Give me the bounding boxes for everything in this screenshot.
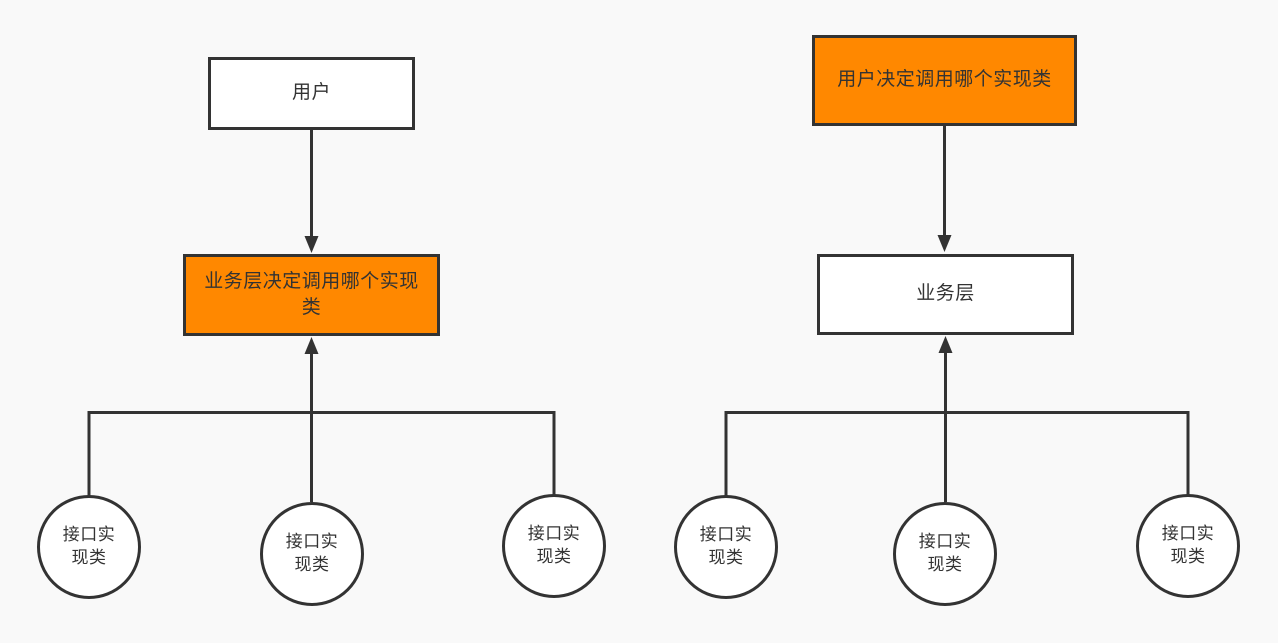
node-impl-class-right-3: 接口实现类 — [1136, 494, 1240, 598]
node-business-decides: 业务层决定调用哪个实现类 — [183, 254, 440, 336]
node-impl-class-left-1: 接口实现类 — [37, 495, 141, 599]
node-impl-class-label: 接口实现类 — [62, 525, 116, 567]
arrowhead-down-left — [304, 236, 319, 253]
arrowhead-up-right — [938, 336, 953, 353]
node-impl-class-right-1: 接口实现类 — [674, 495, 778, 599]
node-impl-class-left-3: 接口实现类 — [502, 494, 606, 598]
node-impl-class-label: 接口实现类 — [699, 525, 753, 567]
node-user: 用户 — [208, 57, 415, 130]
node-business-layer: 业务层 — [817, 254, 1074, 335]
node-impl-class-label: 接口实现类 — [918, 532, 972, 574]
node-impl-class-right-2: 接口实现类 — [893, 502, 997, 606]
node-business-decides-label: 业务层决定调用哪个实现类 — [204, 270, 419, 318]
node-impl-class-label: 接口实现类 — [285, 532, 339, 574]
node-user-decides: 用户决定调用哪个实现类 — [812, 35, 1077, 126]
arrowhead-up-left — [304, 337, 319, 354]
node-impl-class-label: 接口实现类 — [1161, 524, 1215, 566]
node-impl-class-left-2: 接口实现类 — [260, 502, 364, 606]
node-impl-class-label: 接口实现类 — [527, 524, 581, 566]
node-user-label: 用户 — [291, 82, 331, 104]
node-business-layer-label: 业务层 — [916, 283, 975, 305]
arrowhead-down-right — [937, 235, 952, 252]
node-user-decides-label: 用户决定调用哪个实现类 — [837, 69, 1052, 91]
